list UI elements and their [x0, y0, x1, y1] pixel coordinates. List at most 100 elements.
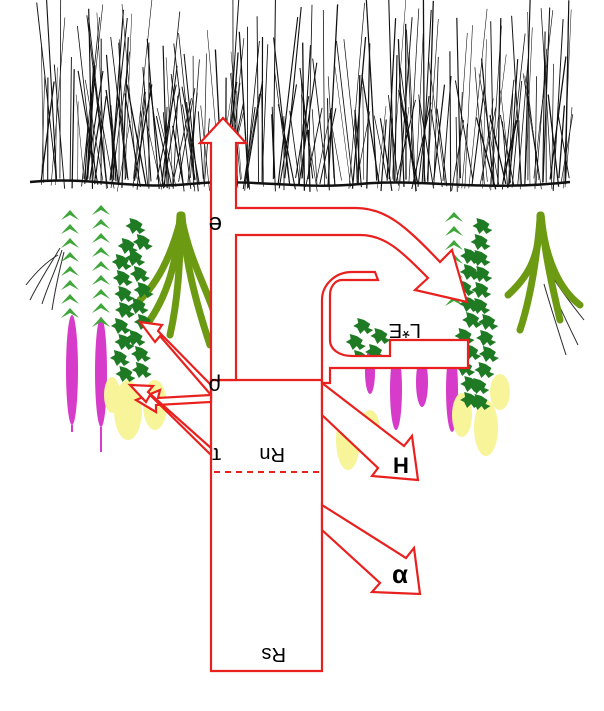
ground-line	[29, 179, 571, 187]
grass-blade	[436, 108, 448, 187]
grass-blade	[334, 63, 352, 188]
grass-blade	[197, 111, 204, 179]
grass-blade	[178, 88, 196, 182]
leaf-cluster	[125, 250, 146, 266]
leaf-cluster	[114, 302, 135, 318]
grass-blade	[408, 8, 420, 183]
leaf-cluster	[474, 362, 495, 378]
grass-blade	[89, 118, 101, 180]
conifer-tier	[61, 210, 79, 220]
leaf-cluster	[472, 218, 493, 234]
grass-blade	[118, 39, 120, 185]
grass-blade	[83, 4, 104, 179]
grass-blade	[526, 81, 540, 181]
label-albedo: α	[392, 559, 408, 589]
grass-blade	[116, 120, 131, 192]
grass-blade	[181, 86, 200, 185]
grass-blade	[256, 16, 260, 183]
leaf-cluster	[114, 286, 135, 302]
grass-blade	[124, 93, 141, 188]
conifer-tier	[61, 308, 79, 318]
grass-blade	[124, 13, 132, 180]
label-sensible-heat: H	[393, 453, 409, 478]
grass-blade	[552, 19, 564, 192]
conifer-tier	[445, 296, 463, 306]
grass-blade	[518, 120, 521, 190]
grass-blade	[517, 58, 529, 186]
conifer-tier	[445, 240, 463, 250]
grass-blade	[433, 84, 446, 180]
absorption-arrow	[127, 383, 213, 458]
grass-blade	[361, 74, 380, 182]
conifer-tier	[92, 219, 110, 229]
grass-blade	[354, 109, 358, 185]
conifer-tier	[92, 303, 110, 313]
grass-blade	[278, 84, 298, 189]
grass-blade	[109, 18, 128, 181]
grass-blade	[449, 51, 452, 192]
emission-arrow	[197, 116, 469, 382]
label-rs: Rs	[262, 643, 286, 665]
grass-blade	[36, 2, 58, 182]
grass-blade	[110, 105, 115, 181]
grass-blade	[319, 108, 337, 185]
grass-blade	[170, 73, 185, 192]
reflection-arrow	[133, 388, 213, 414]
latent-heat-arrow	[320, 270, 470, 385]
conifer-tier	[61, 294, 79, 304]
grass-blade	[388, 0, 395, 181]
grass-blade	[301, 94, 318, 192]
leaf-cluster	[117, 238, 138, 254]
conifer-tier	[445, 226, 463, 236]
conifer-tier	[61, 280, 79, 290]
leaf-cluster	[114, 334, 135, 350]
grass-blade	[542, 7, 551, 183]
label-tau: τ	[212, 443, 221, 468]
leaf-cluster	[459, 264, 480, 280]
grass-blade	[351, 36, 367, 189]
grass-blade	[433, 56, 439, 186]
grass-blade	[547, 94, 560, 187]
grass-blade	[535, 48, 548, 186]
grass-blade	[415, 33, 424, 189]
grass-blade	[508, 93, 514, 185]
grass-blade	[563, 9, 572, 189]
grass-blade	[142, 67, 152, 182]
energy-flows	[127, 116, 470, 673]
grass-blade	[86, 15, 107, 179]
grass-blade	[245, 80, 264, 182]
grass-blade	[121, 37, 129, 188]
grass-blade	[522, 73, 541, 180]
grass-blade	[242, 106, 251, 190]
grass-blade	[69, 56, 72, 182]
grass-blade	[143, 107, 163, 190]
grass-blade	[76, 25, 96, 185]
grass-blade	[534, 76, 537, 189]
grass-blade	[379, 118, 393, 191]
grass-blade	[366, 43, 371, 189]
grass-blade	[525, 27, 533, 180]
leaf-cluster	[345, 334, 366, 350]
leaf-cluster	[460, 392, 481, 408]
grass-blade	[271, 114, 275, 179]
grass-blade	[336, 40, 354, 183]
grass-blade	[394, 55, 398, 184]
grass-blade	[464, 25, 473, 189]
sedge-left	[136, 211, 219, 349]
leaf-cluster	[470, 234, 491, 250]
grass-blade	[422, 0, 425, 182]
grass-blade	[456, 32, 468, 185]
label-rn: Rn	[259, 443, 285, 465]
sensible-heat-arrow	[320, 380, 420, 482]
grass-blade	[162, 112, 170, 190]
grass-blade	[295, 96, 310, 179]
grass-blade	[479, 107, 497, 186]
label-e: e	[209, 211, 222, 238]
grass-blade	[192, 55, 194, 187]
grass-blade	[139, 111, 149, 187]
leaf-cluster	[353, 318, 374, 334]
grass-blade	[326, 98, 330, 191]
grass-blade	[426, 18, 439, 180]
leaf-cluster	[460, 376, 481, 392]
grass-blade	[418, 94, 426, 184]
